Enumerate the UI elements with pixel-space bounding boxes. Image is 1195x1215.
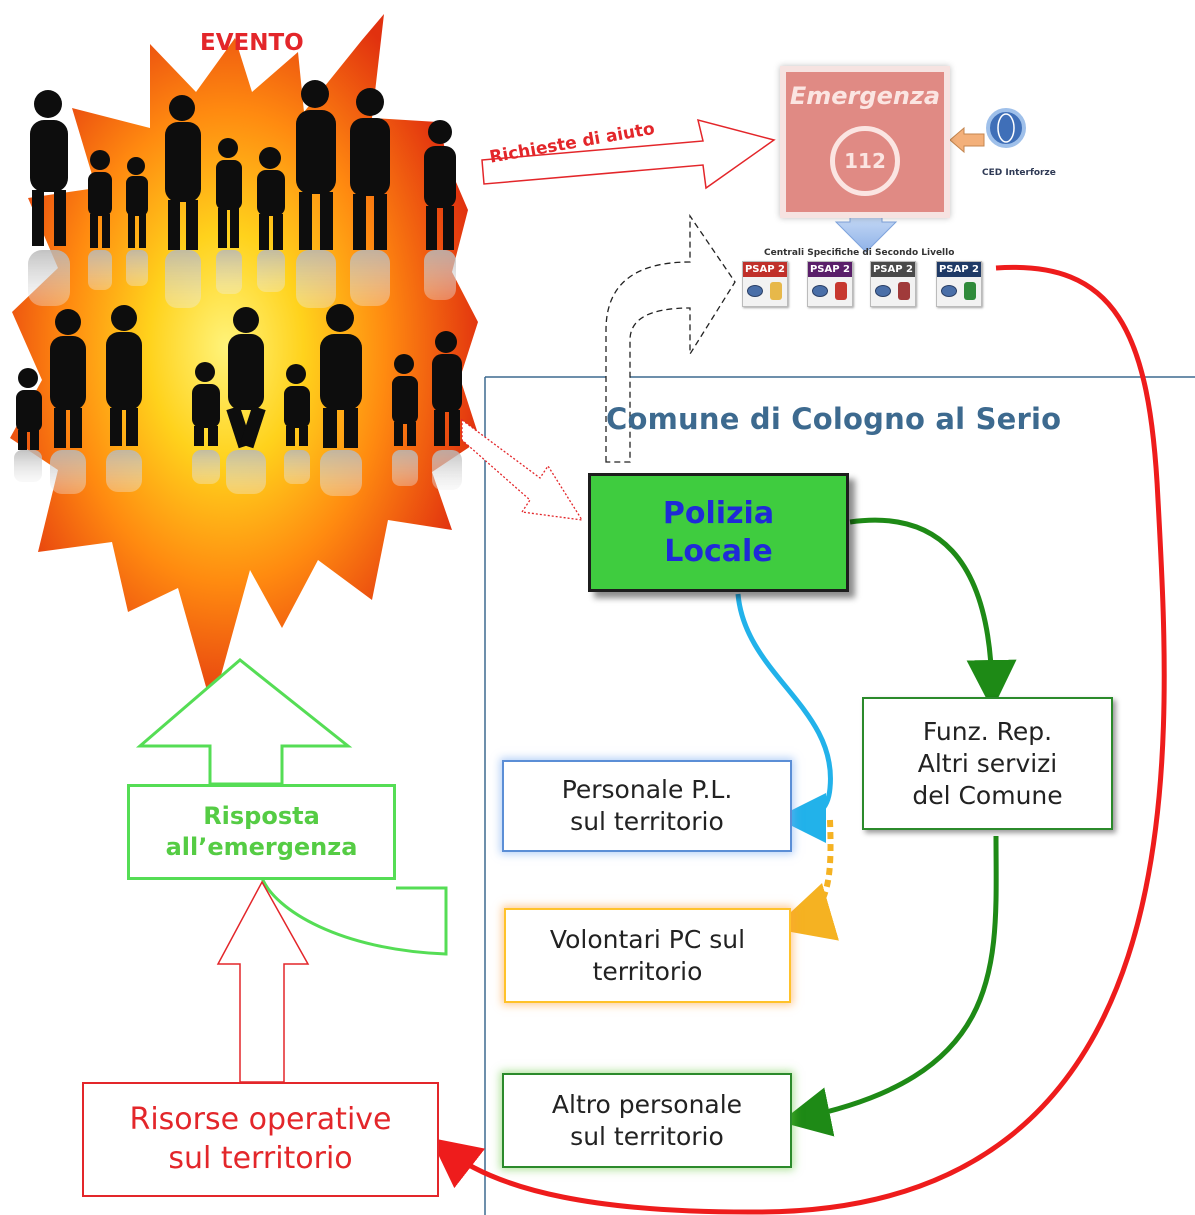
funz-to-altro-arrow xyxy=(780,835,999,1137)
eye-icon xyxy=(941,285,957,297)
eye-icon xyxy=(812,285,828,297)
risorse-line2: sul territorio xyxy=(168,1140,353,1176)
psap-to-risorse-arrow xyxy=(430,264,1167,1215)
polizia-locale-box: Polizia Locale xyxy=(588,473,849,592)
funz-line3: del Comune xyxy=(912,780,1063,810)
resources-up-arrow xyxy=(216,880,310,1083)
risorse-operative-box: Risorse operative sul territorio xyxy=(82,1082,439,1197)
fire-emblem-icon xyxy=(770,282,782,300)
eye-icon xyxy=(747,285,763,297)
people-silhouettes-top xyxy=(30,80,456,250)
personale-pl-box: Personale P.L. sul territorio xyxy=(502,760,792,852)
psap-unit-3-label: PSAP 2 xyxy=(871,262,915,277)
volontari-line2: territorio xyxy=(592,956,703,986)
polizia-line2: Locale xyxy=(664,533,773,569)
polizia-to-funz-arrow xyxy=(849,517,1017,710)
polizia-to-centrali-dashed-arrow xyxy=(605,213,736,463)
risorse-line1: Risorse operative xyxy=(129,1102,392,1138)
response-tail xyxy=(260,877,448,956)
phone-112-icon: 112 xyxy=(830,126,900,196)
risposta-line2: all’emergenza xyxy=(165,833,358,861)
response-up-arrow xyxy=(135,658,353,786)
people-reflections-top xyxy=(28,250,456,308)
psap-unit-2-label: PSAP 2 xyxy=(808,262,852,277)
people-reflections-bottom xyxy=(14,450,462,496)
emergency-title: Emergenza xyxy=(789,82,941,110)
personale-line1: Personale P.L. xyxy=(561,775,733,804)
psap-unit-4-label: PSAP 2 xyxy=(937,262,981,277)
psap-unit-1-label: PSAP 2 xyxy=(743,262,787,277)
help-request-arrow xyxy=(481,118,776,190)
funz-rep-box: Funz. Rep. Altri servizi del Comune xyxy=(862,697,1113,830)
event-label: EVENTO xyxy=(200,30,304,56)
second-level-label: Centrali Specifiche di Secondo Livello xyxy=(764,248,955,258)
ced-label: CED Interforze xyxy=(982,168,1056,178)
psap-unit-3: PSAP 2 xyxy=(870,261,916,307)
risposta-emergenza-box: Risposta all’emergenza xyxy=(127,784,396,880)
ced-exchange-arrow xyxy=(949,126,985,154)
polizia-to-personale-arrow xyxy=(735,593,833,843)
volontari-pc-box: Volontari PC sul territorio xyxy=(504,908,791,1003)
altro-line2: sul territorio xyxy=(570,1121,724,1151)
emergency-112-panel: Emergenza 112 xyxy=(780,66,950,218)
medical-emblem-icon xyxy=(964,282,976,300)
people-silhouettes-bottom xyxy=(16,304,462,450)
psap-unit-4: PSAP 2 xyxy=(936,261,982,307)
funz-line2: Altri servizi xyxy=(917,748,1058,778)
event-to-polizia-arrow xyxy=(461,418,584,521)
psap-unit-1: PSAP 2 xyxy=(742,261,788,307)
community-title: Comune di Cologno al Serio xyxy=(606,402,1062,436)
altro-line1: Altro personale xyxy=(551,1089,743,1119)
psap-unit-2: PSAP 2 xyxy=(807,261,853,307)
eye-icon xyxy=(875,285,891,297)
altro-personale-box: Altro personale sul territorio xyxy=(502,1073,792,1168)
carabinieri-emblem-icon xyxy=(898,282,910,300)
ced-globe-icon xyxy=(986,108,1026,148)
personale-line2: sul territorio xyxy=(570,807,724,836)
emergency-number: 112 xyxy=(844,149,886,173)
risposta-line1: Risposta xyxy=(203,802,320,831)
police-emblem-icon xyxy=(835,282,847,300)
volontari-line1: Volontari PC sul xyxy=(549,924,746,954)
funz-line1: Funz. Rep. xyxy=(922,716,1053,746)
to-volontari-dotted-arrow xyxy=(772,819,840,941)
polizia-line1: Polizia xyxy=(662,496,775,531)
